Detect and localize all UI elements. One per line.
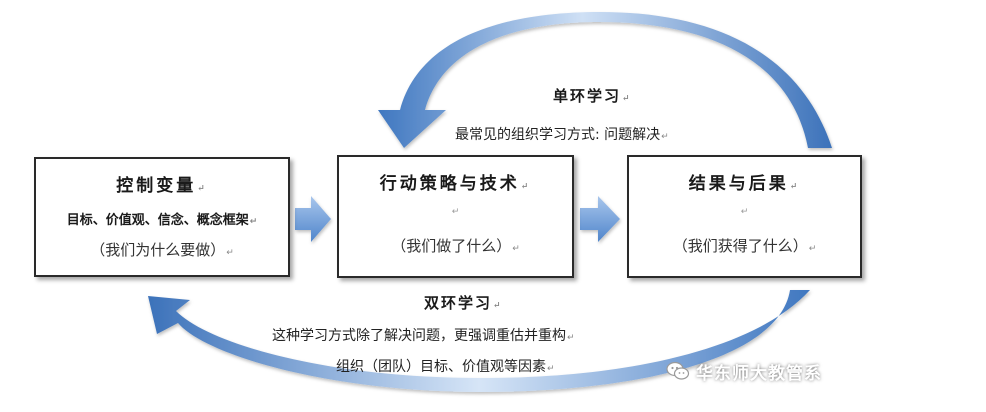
paragraph-mark: ↵ <box>493 301 503 311</box>
action-strategies-note: （我们做了什么）↵ <box>339 235 572 256</box>
result-title-text: 结果与后果 <box>688 174 789 194</box>
paragraph-mark: ↵ <box>451 207 460 217</box>
action-strategies-title: 行动策略与技术↵ <box>339 169 572 194</box>
control-note-text: （我们为什么要做） <box>90 241 226 259</box>
double-loop-title-text: 双环学习 <box>424 294 493 312</box>
paragraph-mark: ↵ <box>789 182 801 192</box>
paragraph-mark: ↵ <box>661 132 669 142</box>
control-variables-note: （我们为什么要做）↵ <box>36 239 288 260</box>
paragraph-mark: ↵ <box>226 248 234 258</box>
double-loop-desc1-text: 这种学习方式除了解决问题，更强调重估并重构 <box>272 328 566 344</box>
single-loop-title-text: 单环学习 <box>553 87 622 105</box>
single-loop-title: 单环学习↵ <box>553 85 632 106</box>
control-variables-subtitle: 目标、价值观、信念、概念框架↵ <box>36 209 288 228</box>
paragraph-mark: ↵ <box>249 217 258 227</box>
paragraph-mark: ↵ <box>567 333 575 343</box>
paragraph-mark: ↵ <box>197 184 208 194</box>
double-loop-description-line2: 组织（团队）目标、价值观等因素↵ <box>336 356 555 376</box>
results-note: （我们获得了什么）↵ <box>629 235 860 256</box>
action-title-text: 行动策略与技术 <box>379 174 520 194</box>
double-loop-description-line1: 这种学习方式除了解决问题，更强调重估并重构↵ <box>272 325 575 345</box>
control-variables-title: 控制变量↵ <box>36 171 288 196</box>
action-note-text: （我们做了什么） <box>391 237 512 255</box>
paragraph-mark: ↵ <box>740 207 749 217</box>
results-box: 结果与后果↵ ↵ （我们获得了什么）↵ <box>627 155 862 278</box>
paragraph-mark: ↵ <box>512 244 520 254</box>
action-to-result-arrow <box>580 196 620 242</box>
watermark: 华东师大教管系 <box>666 358 822 384</box>
double-loop-desc2-text: 组织（团队）目标、价值观等因素 <box>336 359 546 375</box>
control-sub-text: 目标、价值观、信念、概念框架 <box>66 213 249 228</box>
single-loop-desc-text: 最常见的组织学习方式: 问题解决 <box>455 127 661 143</box>
paragraph-mark: ↵ <box>547 364 555 374</box>
control-variables-box: 控制变量↵ 目标、价值观、信念、概念框架↵ （我们为什么要做）↵ <box>34 157 290 277</box>
wechat-icon <box>666 361 690 380</box>
paragraph-mark: ↵ <box>520 182 532 192</box>
results-title: 结果与后果↵ <box>629 169 860 194</box>
action-strategies-box: 行动策略与技术↵ ↵ （我们做了什么）↵ <box>337 155 574 278</box>
watermark-text: 华东师大教管系 <box>696 363 822 384</box>
single-loop-description: 最常见的组织学习方式: 问题解决↵ <box>455 124 669 144</box>
result-note-text: （我们获得了什么） <box>672 237 808 255</box>
control-to-action-arrow <box>295 196 331 242</box>
double-loop-title: 双环学习↵ <box>424 292 503 313</box>
control-title-text: 控制变量 <box>116 176 197 196</box>
double-loop-arrow <box>148 290 810 392</box>
paragraph-mark: ↵ <box>622 94 632 104</box>
paragraph-mark: ↵ <box>808 244 817 254</box>
